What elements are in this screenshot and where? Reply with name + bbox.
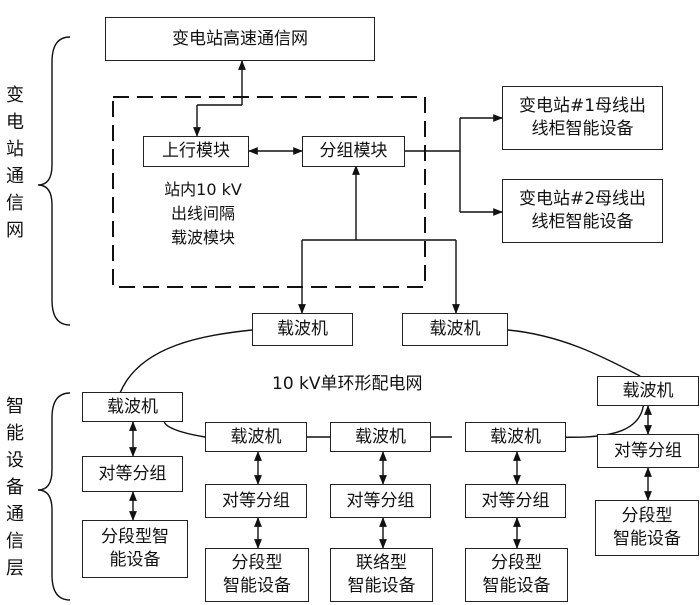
node3-device: 联络型 智能设备	[330, 548, 433, 602]
node1-carrier: 载波机	[82, 392, 183, 422]
node4-carrier: 载波机	[465, 422, 566, 452]
uplink-module-box: 上行模块	[143, 136, 249, 167]
node5-device: 分段型 智能设备	[595, 500, 699, 556]
smart-device-comm-layer-label: 智能设备通信层	[6, 396, 24, 579]
bus2-device-box: 变电站#2母线出 线柜智能设备	[502, 179, 663, 243]
node5-carrier: 载波机	[597, 376, 699, 406]
dashed-module-frame	[112, 96, 426, 288]
high-speed-network-box: 变电站高速通信网	[105, 17, 375, 61]
node4-peer-group: 对等分组	[465, 484, 566, 518]
node5-peer-group: 对等分组	[597, 434, 699, 468]
node3-peer-group: 对等分组	[330, 484, 431, 518]
node4-device: 分段型 智能设备	[465, 548, 568, 602]
ring-network-label: 10 kV单环形配电网	[272, 374, 423, 394]
brace-station	[37, 36, 71, 326]
brace-device	[37, 392, 71, 601]
node2-device: 分段型 智能设备	[205, 548, 309, 602]
node1-device: 分段型智 能设备	[82, 520, 188, 578]
carrier-module-note: 站内10 kV 出线间隔 载波模块	[164, 180, 242, 247]
node2-carrier: 载波机	[205, 422, 307, 452]
ring-network	[119, 329, 645, 438]
node2-peer-group: 对等分组	[205, 484, 307, 518]
ring-carrier-left: 载波机	[252, 313, 353, 346]
station-comm-network-label: 变电站通信网	[6, 85, 24, 241]
bus1-device-box: 变电站#1母线出 线柜智能设备	[502, 86, 663, 150]
node3-carrier: 载波机	[330, 422, 431, 452]
group-module-box: 分组模块	[302, 136, 405, 167]
node1-peer-group: 对等分组	[82, 456, 183, 492]
ring-carrier-right: 载波机	[402, 313, 508, 346]
